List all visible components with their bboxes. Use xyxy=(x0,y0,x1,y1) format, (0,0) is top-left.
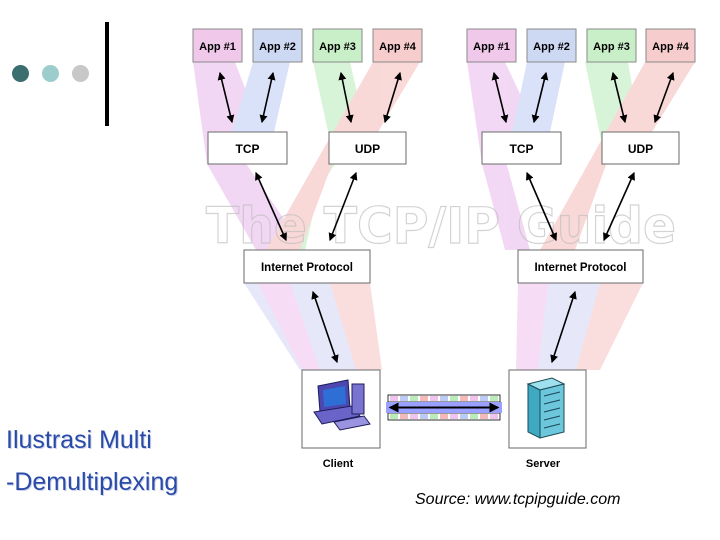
server-app4-label: App #4 xyxy=(652,41,690,53)
client-host: Client xyxy=(301,369,381,470)
server-host: Server xyxy=(508,369,587,470)
arrow-client-app1-tcp xyxy=(217,71,235,124)
server-app1-label: App #1 xyxy=(473,41,510,53)
server-ip-box xyxy=(517,249,644,284)
arrow-client-app4-udp xyxy=(383,71,402,124)
arrow-client-app2-tcp xyxy=(259,71,276,124)
client-app1-box xyxy=(192,28,243,63)
flow-arrows xyxy=(217,71,675,364)
divider-bar xyxy=(105,22,109,126)
client-band-lower-3 xyxy=(330,283,382,370)
server-tcp-label: TCP xyxy=(510,142,534,156)
arrow-server-udp-ip xyxy=(603,171,635,242)
server-udp-box xyxy=(601,131,680,165)
network-link xyxy=(386,394,502,421)
arrow-server-app4-udp xyxy=(653,71,675,124)
client-app4-label: App #4 xyxy=(379,41,417,53)
server-band-lower-3 xyxy=(576,283,643,370)
slide-title-line1: Ilustrasi Multi xyxy=(6,426,152,454)
client-tcp-box xyxy=(207,131,288,165)
client-app3-box xyxy=(312,28,363,63)
source-credit: Source: www.tcpipguide.com xyxy=(415,491,621,508)
arrow-server-ip-host xyxy=(550,290,577,364)
client-tcp-label: TCP xyxy=(236,142,260,156)
server-icon xyxy=(526,377,566,439)
server-ip-label: Internet Protocol xyxy=(534,262,626,274)
bullet-dot-light xyxy=(42,65,59,82)
server-app2-label: App #2 xyxy=(533,41,570,53)
arrow-server-app2-tcp xyxy=(531,71,549,124)
slide-title-line2: -Demultiplexing xyxy=(6,468,179,496)
server-app3-box xyxy=(586,28,637,63)
arrow-client-tcp-ip xyxy=(255,171,287,242)
server-band-app2 xyxy=(512,62,565,132)
link-segments-top xyxy=(390,396,498,401)
client-band-lower-2 xyxy=(258,283,320,370)
arrow-client-udp-ip xyxy=(328,171,358,242)
client-udp-box xyxy=(328,131,407,165)
client-udp-label: UDP xyxy=(355,142,380,156)
client-app1-label: App #1 xyxy=(199,41,236,53)
arrow-client-app3-udp xyxy=(338,71,354,124)
transport-layer: TCP UDP TCP UDP xyxy=(207,131,680,165)
watermark-text: The TCP/IP Guide xyxy=(206,197,676,255)
client-app-row: App #1 App #2 App #3 App #4 xyxy=(192,28,423,63)
server-app1-box xyxy=(466,28,517,63)
client-band-app4 xyxy=(266,62,420,250)
bullet-dot-dark xyxy=(12,65,29,82)
arrow-client-ip-host xyxy=(311,290,339,364)
client-ip-label: Internet Protocol xyxy=(261,262,353,274)
server-tcp-box xyxy=(481,131,562,165)
arrow-server-app1-tcp xyxy=(491,71,509,124)
server-app-row: App #1 App #2 App #3 App #4 xyxy=(466,28,696,63)
client-app2-label: App #2 xyxy=(259,41,296,53)
computer-icon xyxy=(313,379,371,431)
link-segments-bottom xyxy=(390,414,498,419)
client-ip-box xyxy=(243,249,371,284)
client-label: Client xyxy=(323,458,354,470)
server-app3-label: App #3 xyxy=(593,41,630,53)
bullet-dot-grey xyxy=(72,65,89,82)
client-app3-label: App #3 xyxy=(319,41,356,53)
server-app4-box xyxy=(645,28,696,63)
title-occlusion xyxy=(200,426,234,506)
server-udp-label: UDP xyxy=(628,142,653,156)
arrow-server-app3-udp xyxy=(610,71,628,124)
server-app2-box xyxy=(526,28,577,63)
client-app4-box xyxy=(372,28,423,63)
client-app2-box xyxy=(252,28,303,63)
server-label: Server xyxy=(526,458,561,470)
arrow-server-tcp-ip xyxy=(526,171,557,242)
server-band-lower-2 xyxy=(516,283,548,370)
network-layer: Internet Protocol Internet Protocol xyxy=(243,249,644,284)
